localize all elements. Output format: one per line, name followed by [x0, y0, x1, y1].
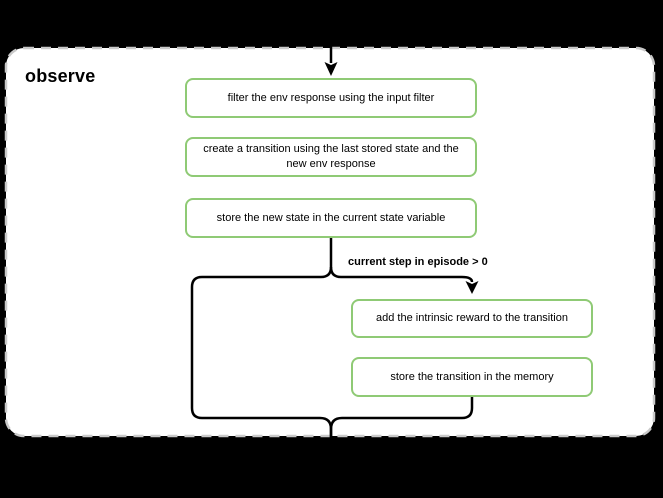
node-label-line: new env response	[286, 158, 376, 170]
node-label: store the transition in the memory	[390, 370, 554, 383]
connector-entry-arrowhead	[324, 62, 338, 76]
connector-condition-branch	[329, 266, 474, 283]
connector-condition-arrowhead	[465, 281, 479, 294]
node-create-transition: create a transition using the last store…	[185, 137, 477, 177]
node-add-intrinsic-reward: add the intrinsic reward to the transiti…	[351, 299, 593, 338]
node-store-new-state: store the new state in the current state…	[185, 198, 477, 238]
connector-merge-line	[329, 397, 474, 439]
node-label: store the new state in the current state…	[216, 211, 446, 224]
node-label-line: create a transition using the last store…	[203, 143, 459, 155]
connector-skip-branch	[190, 238, 333, 439]
node-filter-env-response: filter the env response using the input …	[185, 78, 477, 118]
group-title: observe	[25, 66, 96, 86]
node-label: add the intrinsic reward to the transiti…	[376, 312, 568, 324]
node-label: filter the env response using the input …	[227, 91, 435, 104]
node-store-transition-memory: store the transition in the memory	[351, 357, 593, 397]
condition-label: current step in episode > 0	[348, 256, 488, 268]
